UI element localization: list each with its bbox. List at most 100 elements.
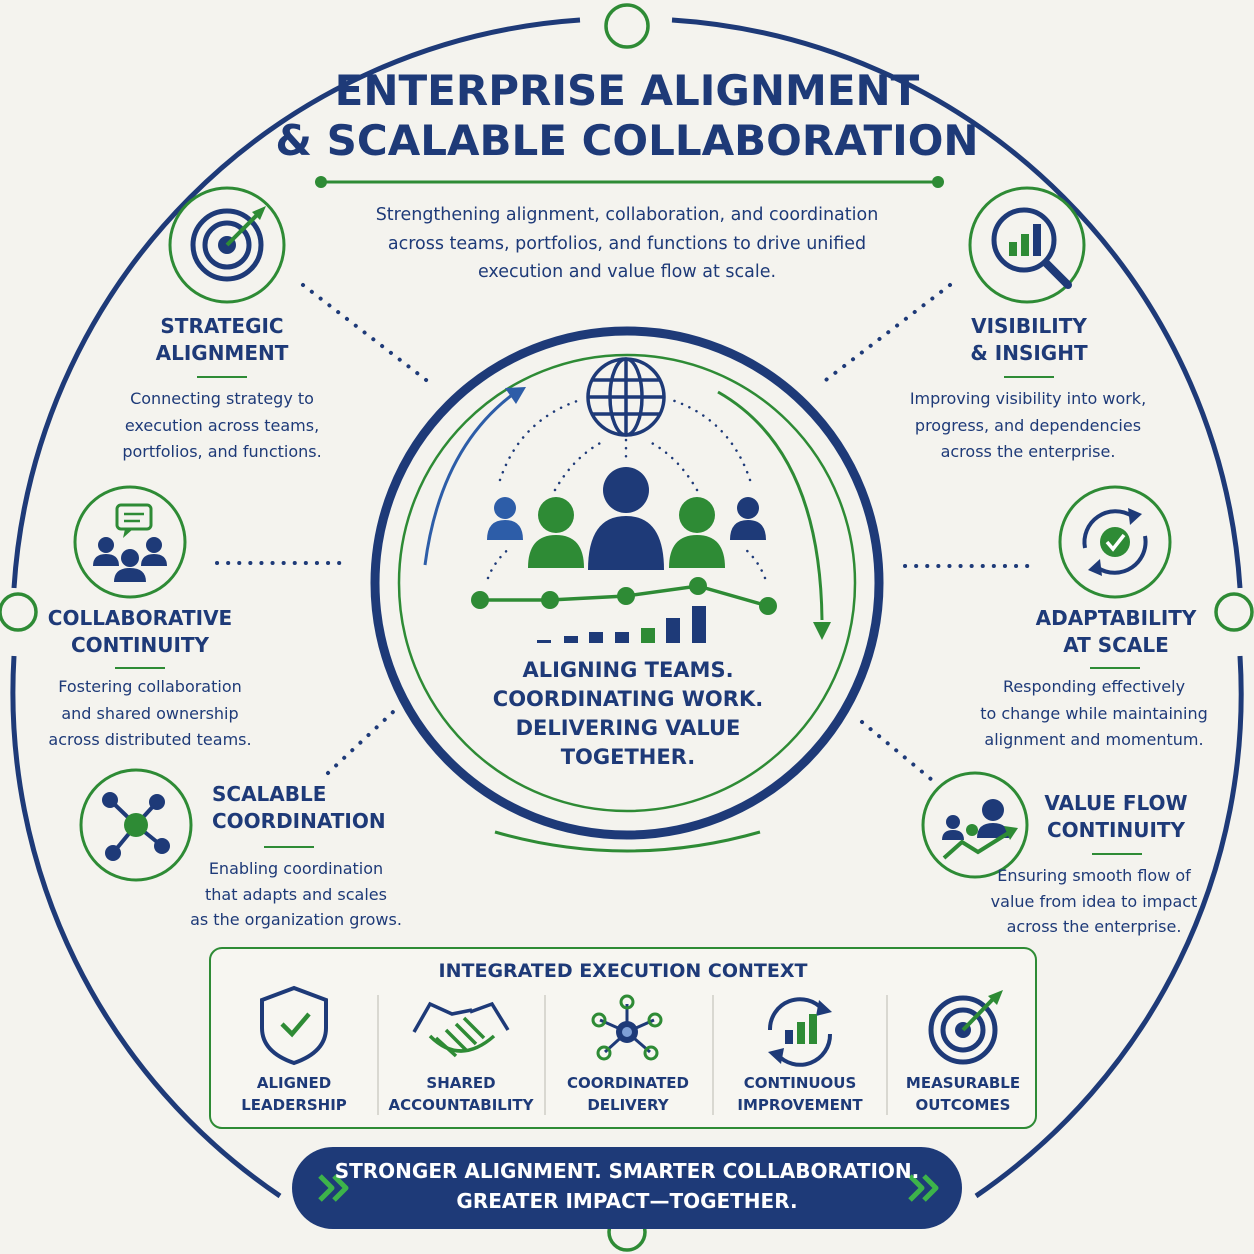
- improvement-cycle-icon: [767, 997, 833, 1067]
- adaptability-desc: Responding effectively to change while m…: [964, 674, 1224, 754]
- strategic-alignment-title: STRATEGIC ALIGNMENT: [122, 313, 322, 367]
- context-item-coordinated-delivery: COORDINATED DELIVERY: [548, 1072, 708, 1116]
- target-icon: [168, 186, 286, 304]
- feature-desc-line: and shared ownership: [61, 703, 239, 723]
- magnifier-chart-icon: [968, 186, 1086, 304]
- feature-title-line: COORDINATION: [212, 809, 386, 833]
- feature-title-line: SCALABLE: [212, 782, 327, 806]
- center-tagline-line: DELIVERING VALUE TOGETHER.: [515, 716, 741, 769]
- center-arrow-green-head: [813, 622, 831, 640]
- outer-ring-left-arc: [10, 655, 282, 1199]
- feature-desc-line: portfolios, and functions.: [122, 442, 322, 461]
- outer-ring-right-arc: [974, 655, 1244, 1199]
- progress-line-icon: [471, 577, 777, 615]
- context-title: INTEGRATED EXECUTION CONTEXT: [438, 960, 808, 982]
- banner: [292, 1147, 962, 1229]
- context-label-line: COORDINATED: [566, 1074, 690, 1092]
- feature-desc-line: progress, and dependencies: [914, 415, 1142, 435]
- context-item-measurable-outcomes: MEASURABLE OUTCOMES: [890, 1072, 1036, 1116]
- shield-check-icon: [260, 985, 328, 1066]
- underline-dot-left: [315, 176, 327, 188]
- context-label-line: OUTCOMES: [915, 1096, 1011, 1114]
- dotted-connectors: [215, 283, 1032, 782]
- banner-line: GREATER IMPACT—TOGETHER.: [456, 1189, 798, 1213]
- feature-title-line: CONTINUITY: [1046, 818, 1186, 842]
- ring-node-right: [1214, 592, 1254, 632]
- context-label-line: IMPROVEMENT: [737, 1096, 863, 1114]
- center-circle-inner: [397, 353, 857, 813]
- feature-desc-line: Improving visibility into work,: [909, 389, 1147, 408]
- feature-desc-line: to change while maintaining: [980, 703, 1208, 723]
- subtitle-line-1: Strengthening alignment, collaboration, …: [375, 205, 879, 225]
- visibility-insight-title: VISIBILITY & INSIGHT: [929, 313, 1129, 367]
- context-label-line: ALIGNED: [256, 1074, 332, 1092]
- chevron-double-right-icon: [318, 1174, 349, 1202]
- banner-line: STRONGER ALIGNMENT. SMARTER COLLABORATIO…: [334, 1159, 920, 1183]
- feature-title-line: & INSIGHT: [970, 341, 1088, 365]
- feature-desc-line: across distributed teams.: [48, 730, 252, 749]
- feature-title-line: STRATEGIC: [160, 314, 284, 338]
- feature-desc-line: Ensuring smooth flow of: [997, 866, 1191, 885]
- feature-desc-line: execution across teams,: [124, 415, 320, 435]
- value-flow-title: VALUE FLOW CONTINUITY: [1016, 790, 1216, 844]
- scalable-coordination-desc: Enabling coordination that adapts and sc…: [166, 856, 426, 933]
- feature-title-line: VALUE FLOW: [1044, 791, 1188, 815]
- subtitle: Strengthening alignment, collaboration, …: [360, 201, 894, 287]
- visibility-insight-desc: Improving visibility into work, progress…: [898, 386, 1158, 466]
- feature-title-line: CONTINUITY: [70, 633, 210, 657]
- context-label-line: MEASURABLE: [905, 1074, 1021, 1092]
- center-tagline-line: COORDINATING WORK.: [492, 687, 764, 711]
- center-arrow-blue: [423, 393, 513, 566]
- scalable-coordination-title: SCALABLE COORDINATION: [212, 781, 412, 835]
- feature-desc-line: across the enterprise.: [940, 442, 1116, 461]
- context-label-line: ACCOUNTABILITY: [388, 1096, 534, 1114]
- strategic-alignment-desc: Connecting strategy to execution across …: [92, 386, 352, 466]
- underline-dot-right: [932, 176, 944, 188]
- outer-ring-top-arc: [11, 17, 581, 589]
- banner-text: STRONGER ALIGNMENT. SMARTER COLLABORATIO…: [330, 1156, 924, 1216]
- context-item-continuous-improvement: CONTINUOUS IMPROVEMENT: [718, 1072, 882, 1116]
- chevron-double-right-icon: [908, 1174, 939, 1202]
- feature-desc-line: alignment and momentum.: [984, 730, 1204, 749]
- context-label-line: CONTINUOUS: [743, 1074, 857, 1092]
- value-flow-desc: Ensuring smooth flow of value from idea …: [974, 863, 1214, 940]
- context-dividers: [377, 995, 888, 1115]
- center-tagline-line: ALIGNING TEAMS.: [522, 658, 734, 682]
- feature-desc-line: Enabling coordination: [208, 859, 384, 878]
- adaptive-cycle-icon: [1058, 485, 1172, 599]
- center-circle-outer: [370, 326, 884, 840]
- title-line-2: & SCALABLE COLLABORATION: [275, 116, 979, 165]
- outcomes-target-icon: [928, 990, 1003, 1065]
- feature-desc-line: as the organization grows.: [190, 910, 402, 929]
- feature-desc-line: Fostering collaboration: [58, 677, 242, 696]
- subtitle-line-2: across teams, portfolios, and functions …: [387, 233, 867, 254]
- feature-desc-line: across the enterprise.: [1006, 917, 1182, 936]
- team-chat-icon: [73, 485, 187, 599]
- feature-desc-line: value from idea to impact: [990, 891, 1198, 911]
- feature-title-line: ADAPTABILITY: [1035, 606, 1197, 630]
- feature-title-line: COLLABORATIVE: [47, 606, 233, 630]
- center-bottom-arc: [494, 830, 761, 853]
- team-people-icon: [487, 467, 766, 570]
- network-hub-icon: [79, 768, 193, 882]
- globe-icon: [586, 357, 666, 437]
- context-label-line: LEADERSHIP: [241, 1096, 347, 1114]
- globe-links: [486, 398, 767, 580]
- feature-title-line: VISIBILITY: [971, 314, 1087, 338]
- context-label-line: SHARED: [426, 1074, 496, 1092]
- subtitle-line-3: execution and value flow at scale.: [477, 262, 777, 282]
- context-item-aligned-leadership: ALIGNED LEADERSHIP: [214, 1072, 374, 1116]
- context-label-line: DELIVERY: [587, 1096, 669, 1114]
- coordinated-hub-icon: [591, 994, 663, 1061]
- center-arrow-green: [717, 390, 824, 621]
- page-title: ENTERPRISE ALIGNMENT & SCALABLE COLLABOR…: [227, 66, 1027, 166]
- feature-desc-line: Connecting strategy to: [130, 389, 314, 408]
- ring-node-top: [604, 3, 650, 49]
- context-item-shared-accountability: SHARED ACCOUNTABILITY: [381, 1072, 541, 1116]
- collaborative-continuity-desc: Fostering collaboration and shared owner…: [20, 674, 280, 754]
- center-tagline: ALIGNING TEAMS. COORDINATING WORK. DELIV…: [448, 656, 808, 772]
- title-line-1: ENTERPRISE ALIGNMENT: [334, 66, 920, 115]
- feature-desc-line: that adapts and scales: [205, 884, 387, 904]
